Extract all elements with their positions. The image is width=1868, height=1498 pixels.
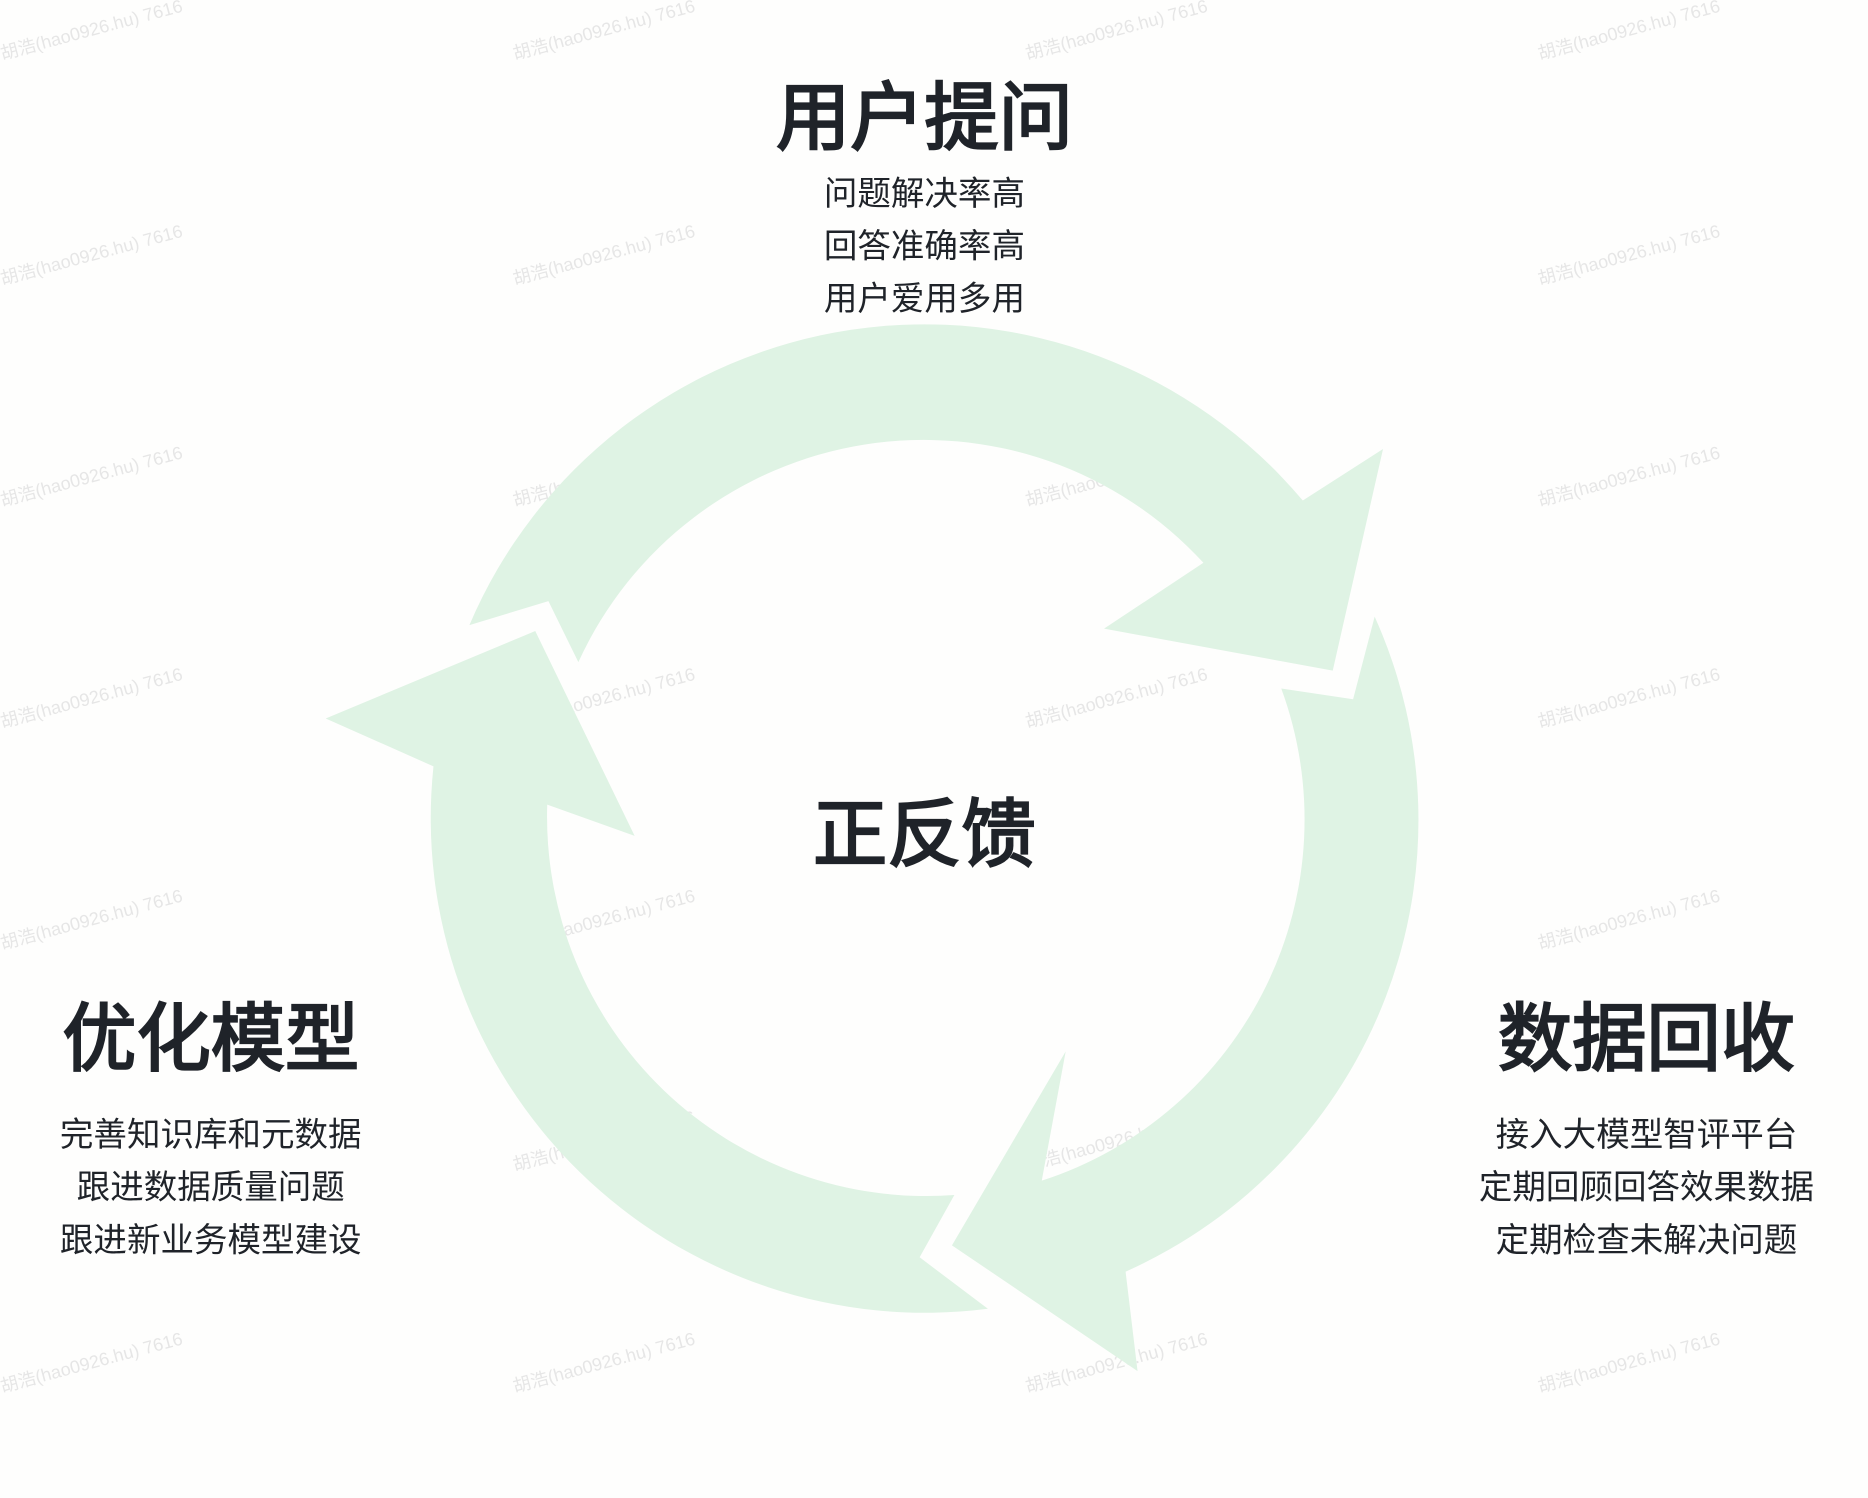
watermark-text: 胡浩(hao0926.hu) 7616 [0,0,185,64]
node-line: 定期回顾回答效果数据 [1479,1168,1814,1207]
watermark-text: 胡浩(hao0926.hu) 7616 [0,1329,185,1397]
node-line: 跟进新业务模型建设 [60,1220,362,1259]
node-line: 问题解决率高 [824,174,1025,213]
node-top: 用户提问 问题解决率高 回答准确率高 用户爱用多用 [776,75,1073,318]
watermark-text: 胡浩(hao0926.hu) 7616 [0,221,185,289]
node-line: 用户爱用多用 [824,279,1025,318]
watermark-text: 胡浩(hao0926.hu) 7616 [1023,0,1209,64]
arrow-bottom-to-left [325,631,988,1313]
node-line: 跟进数据质量问题 [77,1168,345,1207]
watermark-text: 胡浩(hao0926.hu) 7616 [0,664,185,732]
node-title: 用户提问 [776,75,1073,162]
arrow-right-to-bottom [951,616,1419,1372]
center-label: 正反馈 [813,791,1036,878]
watermark-text: 胡浩(hao0926.hu) 7616 [1536,886,1722,954]
watermark-text: 胡浩(hao0926.hu) 7616 [1536,0,1722,64]
watermark-text: 胡浩(hao0926.hu) 7616 [1023,664,1209,732]
node-line: 回答准确率高 [824,226,1025,265]
node-line: 定期检查未解决问题 [1496,1220,1798,1259]
watermark-text: 胡浩(hao0926.hu) 7616 [511,0,697,64]
node-left: 优化模型 完善知识库和元数据 跟进数据质量问题 跟进新业务模型建设 [60,996,362,1260]
watermark-text: 胡浩(hao0926.hu) 7616 [511,221,697,289]
watermark-text: 胡浩(hao0926.hu) 7616 [1536,1329,1722,1397]
watermark-text: 胡浩(hao0926.hu) 7616 [1536,221,1722,289]
watermark-text: 胡浩(hao0926.hu) 7616 [511,1329,697,1397]
node-title: 数据回收 [1498,996,1795,1083]
arrow-top-to-right [469,324,1384,671]
watermark-text: 胡浩(hao0926.hu) 7616 [1536,442,1722,510]
watermark-text: 胡浩(hao0926.hu) 7616 [0,442,185,510]
node-title: 优化模型 [62,996,359,1083]
node-line: 完善知识库和元数据 [60,1115,362,1154]
node-right: 数据回收 接入大模型智评平台 定期回顾回答效果数据 定期检查未解决问题 [1479,996,1814,1260]
node-line: 接入大模型智评平台 [1496,1115,1798,1154]
watermark-text: 胡浩(hao0926.hu) 7616 [0,886,185,954]
watermark-text: 胡浩(hao0926.hu) 7616 [1536,664,1722,732]
